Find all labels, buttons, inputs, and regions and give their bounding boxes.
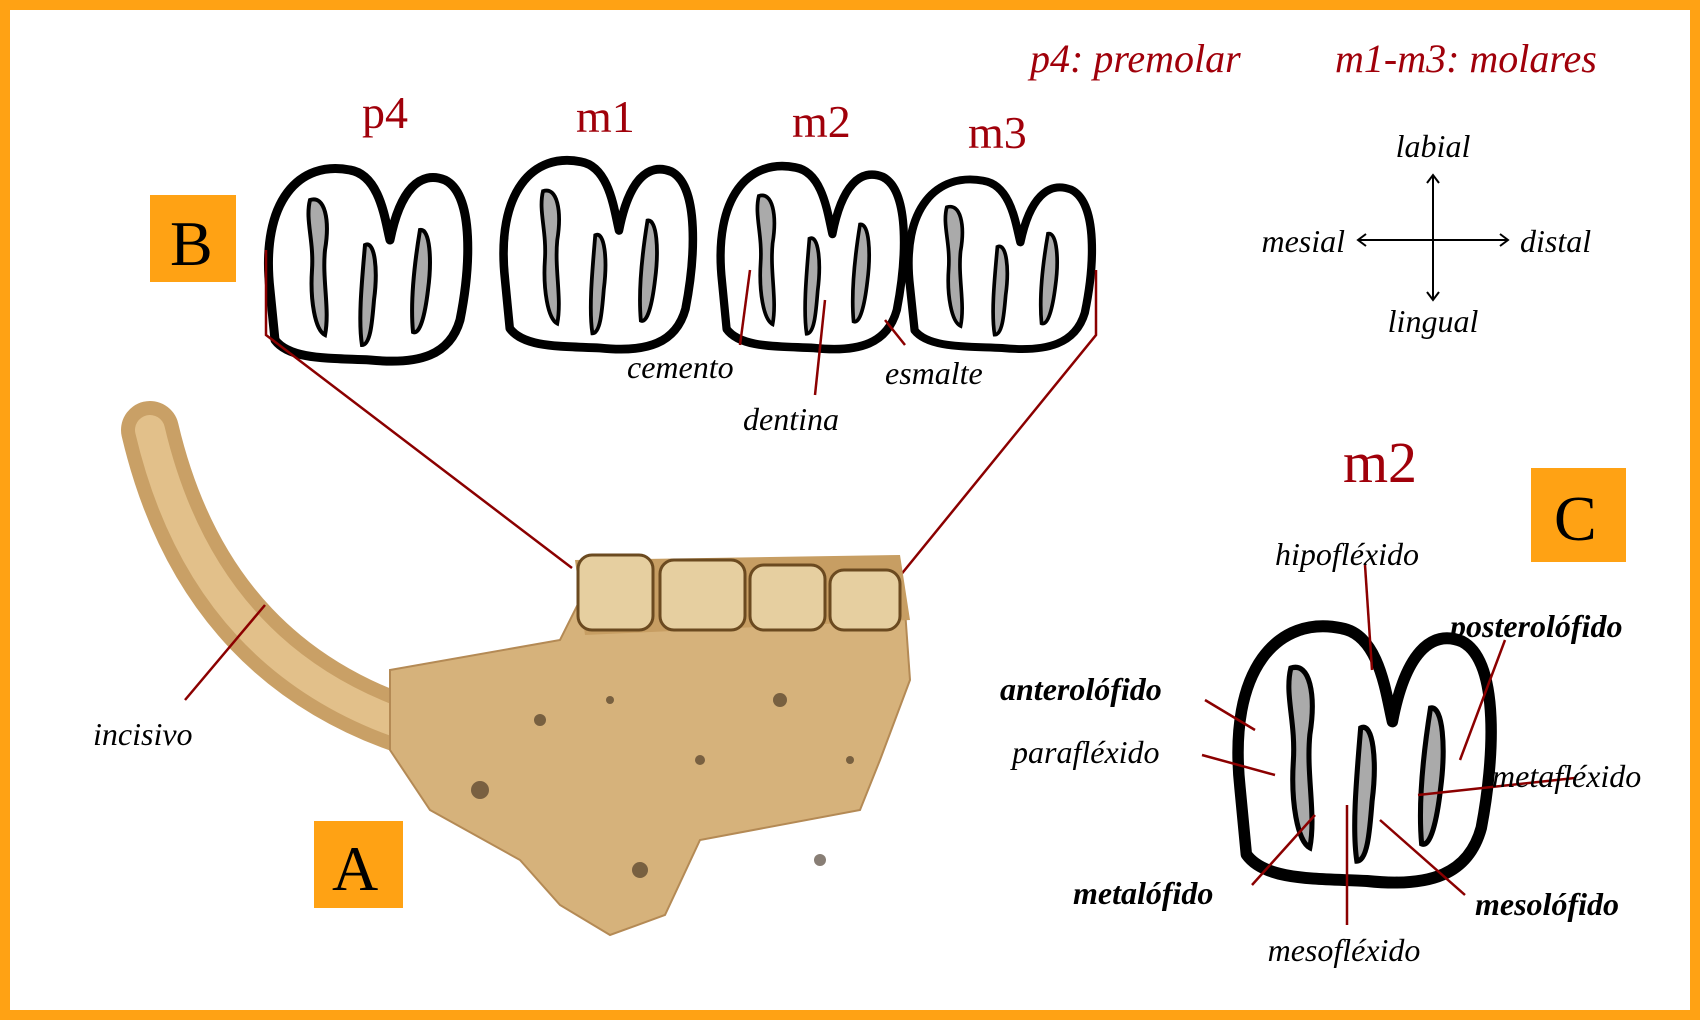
leader-cemento bbox=[738, 269, 752, 346]
label-hipoflexido: hipofléxido bbox=[1275, 536, 1419, 572]
panel-a-box bbox=[314, 821, 403, 908]
label-posterolofido: posterolófido bbox=[1447, 608, 1622, 644]
m2-detail-drawing bbox=[1238, 626, 1491, 882]
label-distal: distal bbox=[1520, 223, 1591, 259]
zoom-line-right bbox=[894, 270, 1098, 583]
tooth-label-m1: m1 bbox=[576, 91, 635, 142]
panel-c-box bbox=[1531, 468, 1626, 562]
label-metalofido: metalófido bbox=[1073, 875, 1213, 911]
panel-b-box bbox=[150, 195, 236, 282]
zoom-line-left bbox=[264, 250, 573, 569]
panel-a-label: A bbox=[332, 833, 378, 904]
tooth-p4 bbox=[268, 169, 467, 362]
legend-molares: m1-m3: molares bbox=[1335, 36, 1597, 81]
label-mesoflexido: mesofléxido bbox=[1268, 932, 1421, 968]
label-dentina: dentina bbox=[743, 401, 839, 437]
detail-leaders bbox=[1201, 564, 1576, 925]
leader-incisivo bbox=[184, 604, 266, 701]
tooth-row-drawing bbox=[268, 160, 1091, 361]
label-lingual: lingual bbox=[1388, 303, 1479, 339]
tooth-label-m3: m3 bbox=[968, 107, 1027, 158]
label-labial: labial bbox=[1396, 128, 1471, 164]
label-incisivo: incisivo bbox=[93, 716, 193, 752]
label-mesolofido: mesolófido bbox=[1475, 886, 1619, 922]
tooth-m2 bbox=[721, 166, 904, 349]
detail-title-m2: m2 bbox=[1343, 430, 1417, 495]
label-metaflexido: metafléxido bbox=[1492, 758, 1641, 794]
label-anterolofido: anterolófido bbox=[1000, 671, 1162, 707]
tooth-label-p4: p4 bbox=[362, 87, 408, 138]
leader-dentina bbox=[813, 299, 827, 396]
legend-premolar: p4: premolar bbox=[1027, 36, 1241, 81]
label-paraflexido: parafléxido bbox=[1010, 734, 1160, 770]
leader-esmalte bbox=[884, 319, 906, 346]
panel-c-label: C bbox=[1554, 483, 1597, 554]
label-mesial: mesial bbox=[1261, 223, 1345, 259]
incisor bbox=[121, 401, 449, 759]
panel-b-label: B bbox=[170, 208, 213, 279]
mandible-photo bbox=[121, 401, 912, 937]
orientation-compass bbox=[1356, 173, 1510, 302]
tooth-m1 bbox=[504, 160, 693, 349]
tooth-label-m2: m2 bbox=[792, 96, 851, 147]
label-cemento: cemento bbox=[627, 349, 734, 385]
tooth-m3 bbox=[909, 179, 1092, 349]
label-esmalte: esmalte bbox=[885, 355, 983, 391]
